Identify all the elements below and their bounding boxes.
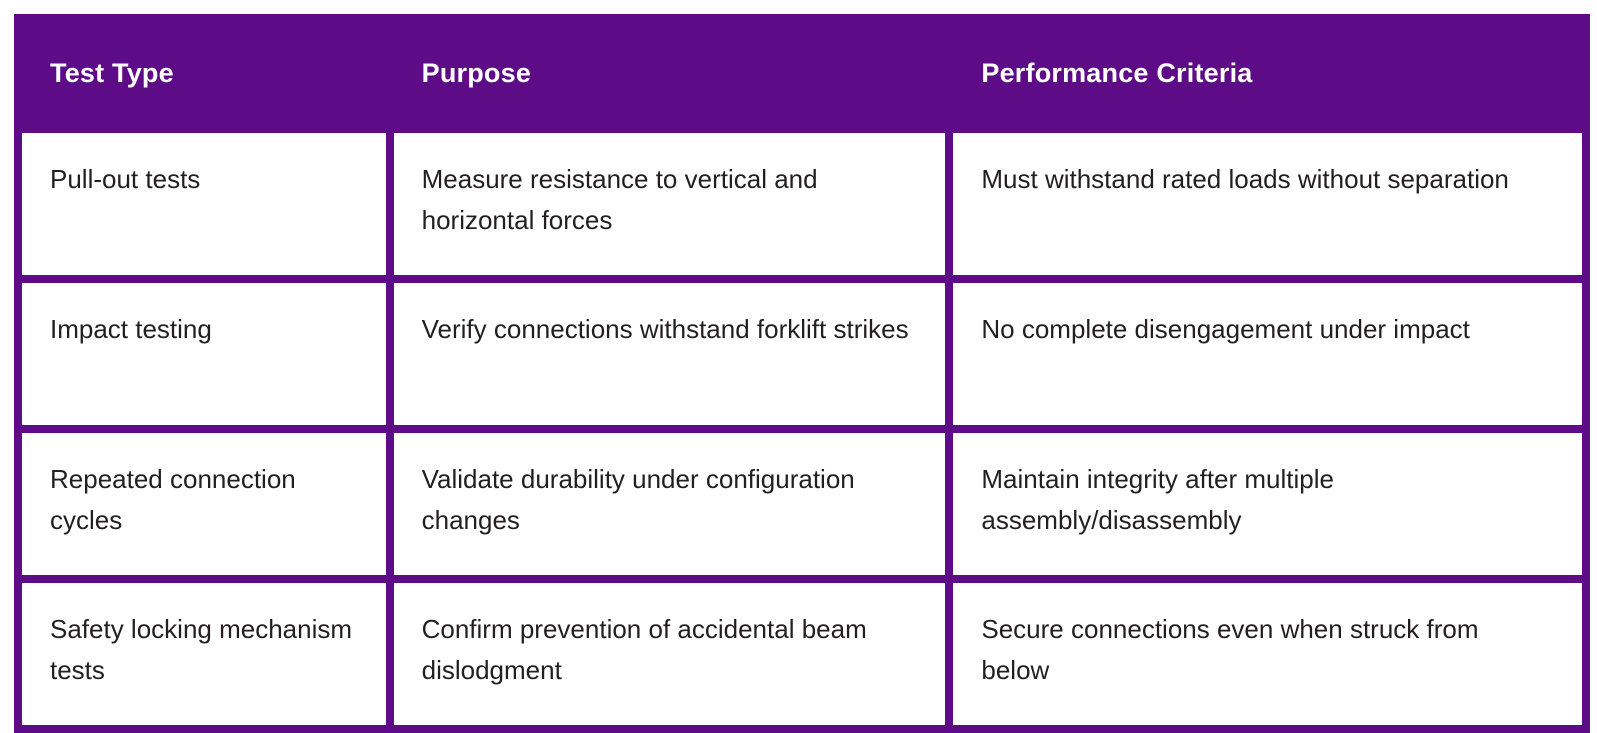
table-row: Safety locking mechanism tests Confirm p… [14,575,1590,733]
table-header-row: Test Type Purpose Performance Criteria [14,14,1590,133]
cell-test-type: Repeated connection cycles [14,425,394,583]
table-row: Repeated connection cycles Validate dura… [14,425,1590,583]
cell-purpose: Confirm prevention of accidental beam di… [385,575,954,733]
cell-performance-criteria: No complete disengagement under impact [945,275,1590,433]
cell-test-type: Impact testing [14,275,394,433]
cell-purpose: Measure resistance to vertical and horiz… [385,125,954,283]
cell-performance-criteria: Must withstand rated loads without separ… [945,125,1590,283]
table-row: Impact testing Verify connections withst… [14,275,1590,433]
cell-purpose: Verify connections withstand forklift st… [385,275,954,433]
cell-test-type: Pull-out tests [14,125,394,283]
table-row: Pull-out tests Measure resistance to ver… [14,125,1590,283]
cell-test-type: Safety locking mechanism tests [14,575,394,733]
cell-performance-criteria: Secure connections even when struck from… [945,575,1590,733]
column-header-test-type: Test Type [14,14,394,133]
cell-performance-criteria: Maintain integrity after multiple assemb… [945,425,1590,583]
column-header-performance-criteria: Performance Criteria [945,14,1590,133]
column-header-purpose: Purpose [385,14,954,133]
testing-criteria-table: Test Type Purpose Performance Criteria P… [14,14,1590,733]
cell-purpose: Validate durability under configuration … [385,425,954,583]
